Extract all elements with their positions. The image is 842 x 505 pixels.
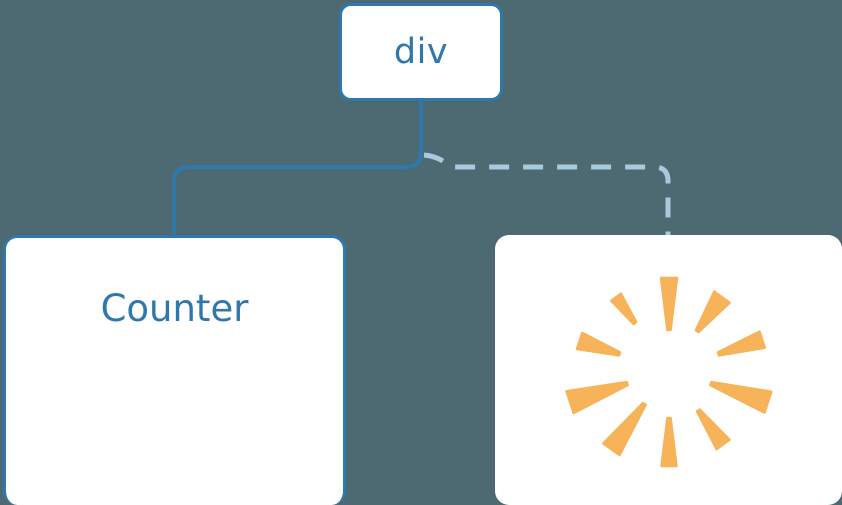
spinner-blades (564, 276, 773, 468)
spinner-blade-8 (575, 331, 621, 357)
spinner-blade-6 (601, 401, 647, 457)
spinner-blade-2 (716, 330, 766, 357)
node-counter[interactable]: Counter count 0 (3, 235, 346, 505)
node-counter-label: Counter (100, 287, 249, 330)
node-div[interactable]: div (339, 3, 503, 101)
node-div-label: div (393, 31, 449, 72)
spinner-blade-9 (609, 292, 637, 326)
spinner-blade-4 (695, 408, 731, 451)
spinner-blade-0 (659, 276, 678, 332)
spinner-blade-1 (694, 290, 731, 334)
spinner-blade-3 (708, 380, 773, 414)
loading-spinner-icon (549, 250, 789, 490)
edge-root-to-spinner (423, 152, 671, 235)
spinner-blade-5 (659, 416, 678, 468)
spinner-wrap (495, 235, 842, 505)
spinner-blade-7 (564, 380, 629, 415)
edge-root-to-counter (172, 99, 423, 237)
node-spinner[interactable] (495, 235, 842, 505)
